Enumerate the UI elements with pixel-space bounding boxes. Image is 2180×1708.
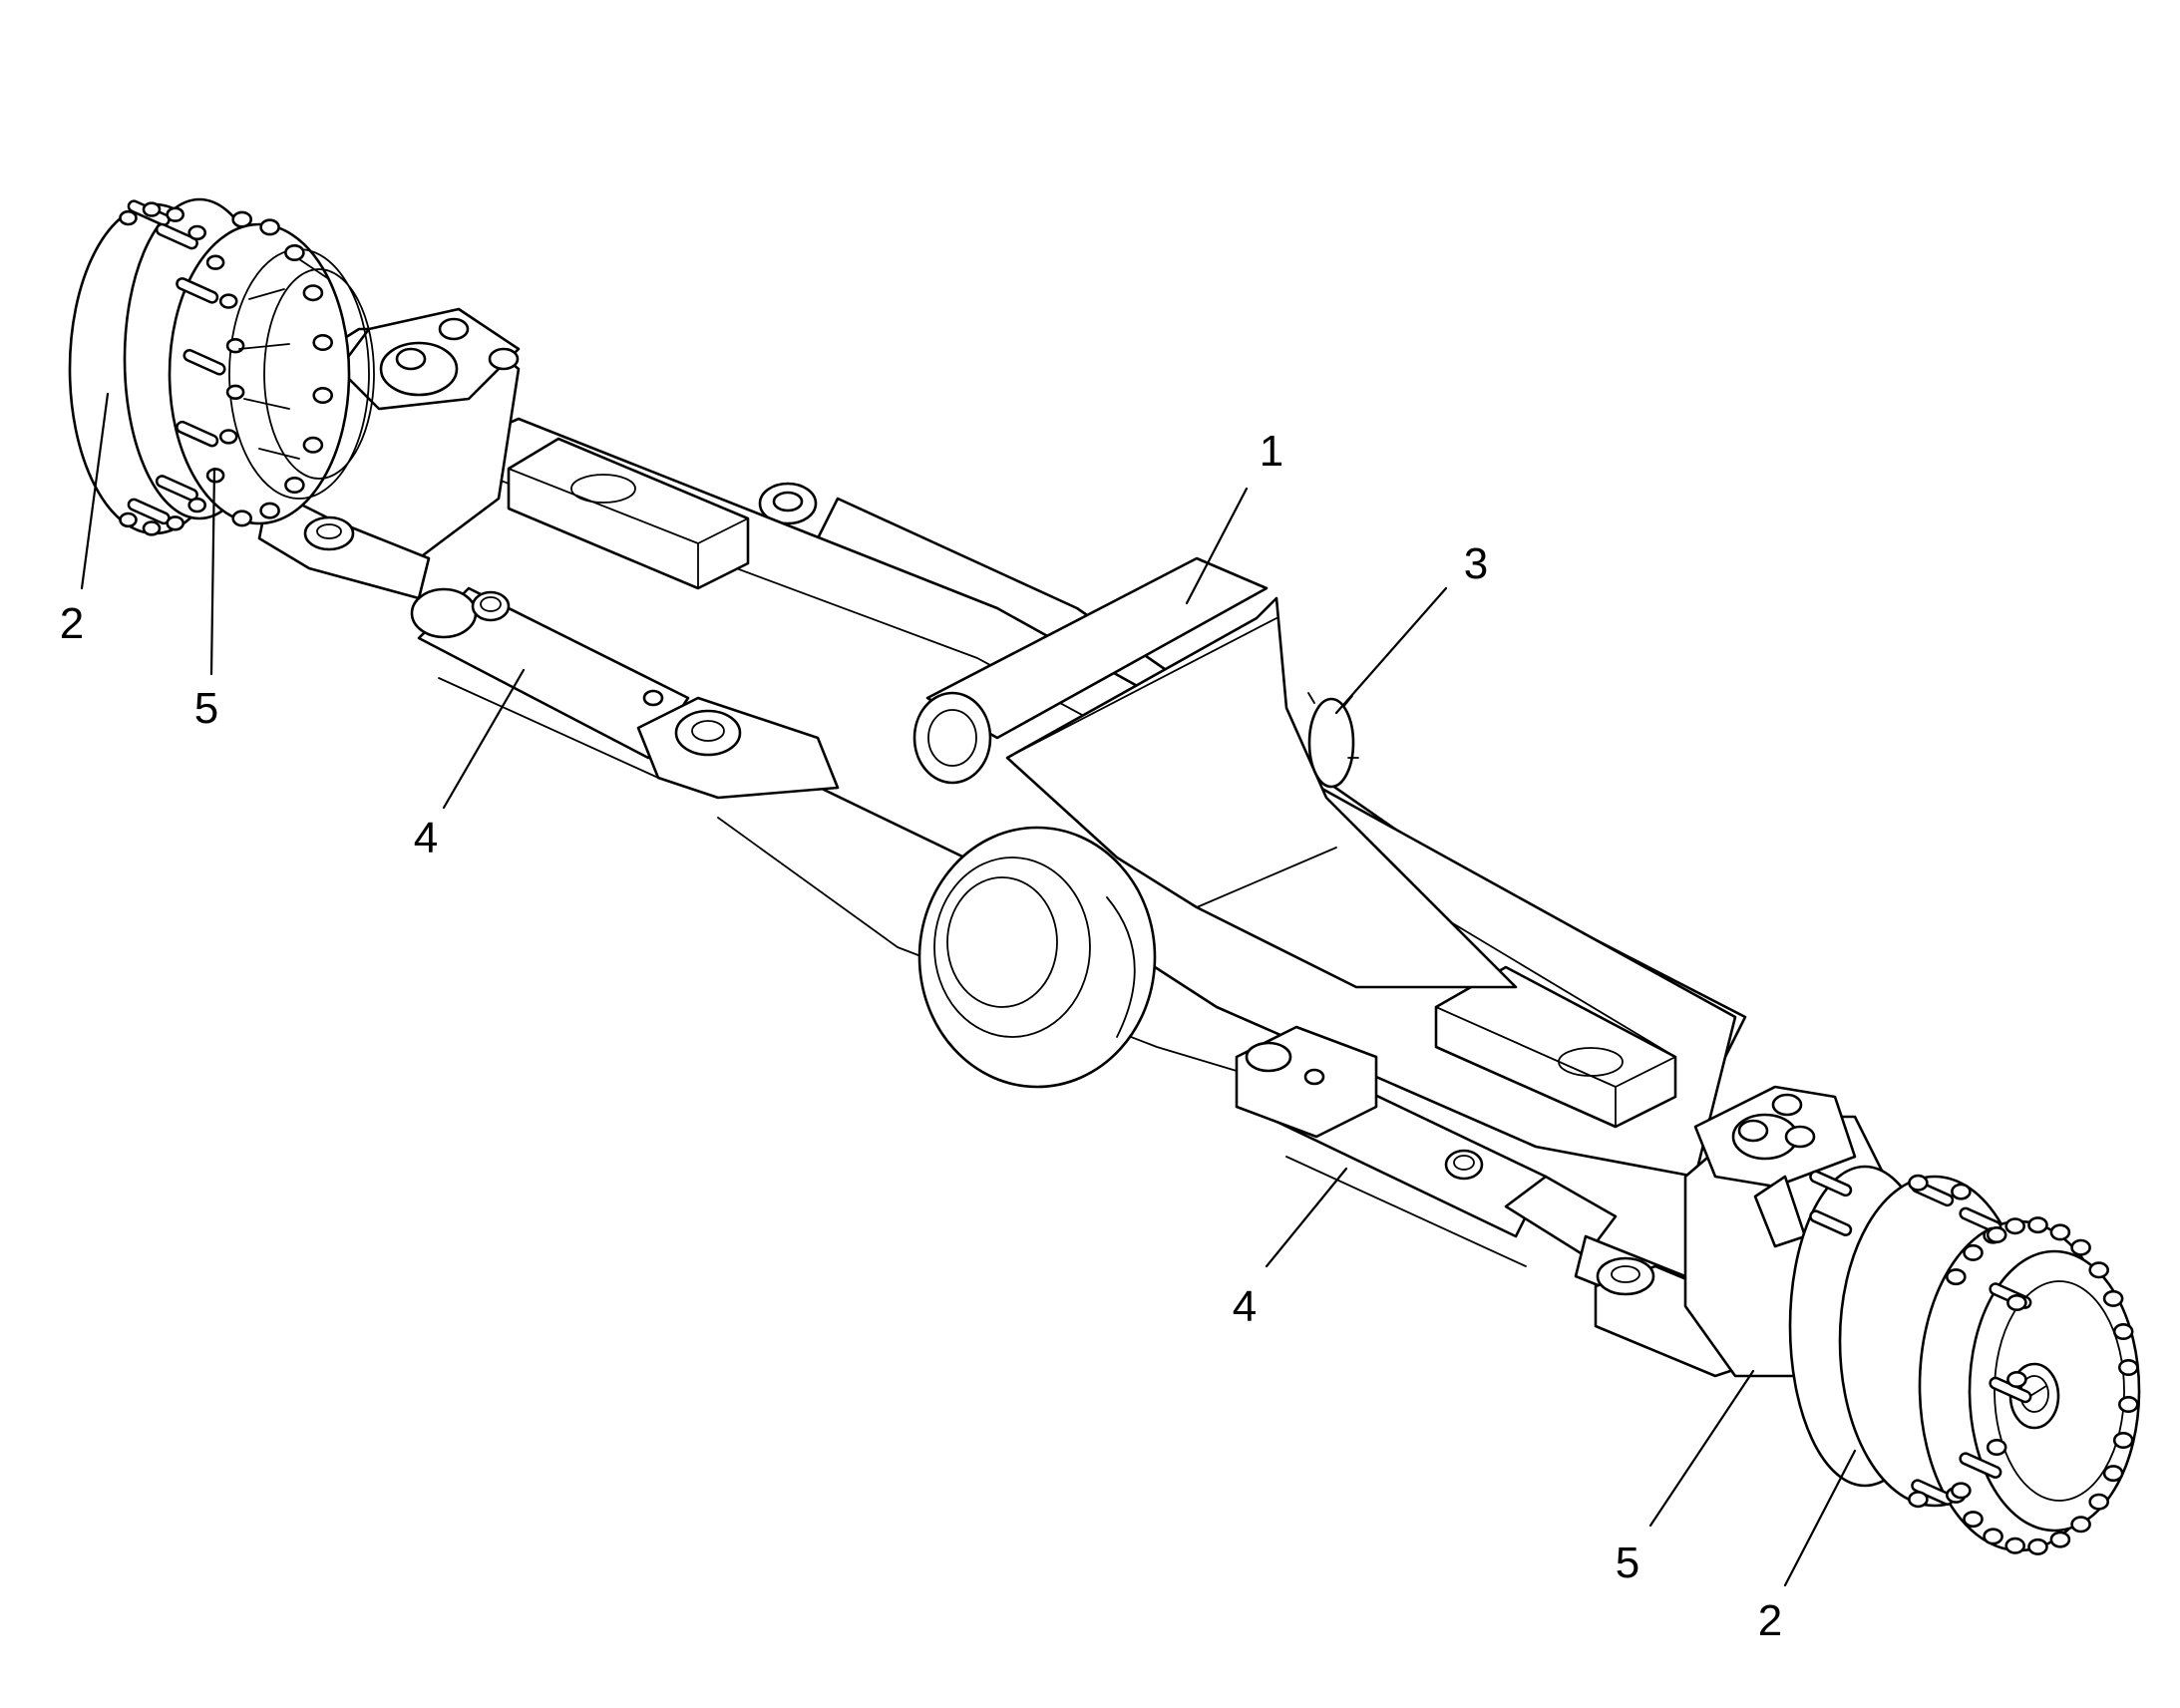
hub-bolt bbox=[187, 224, 206, 241]
axle-beam bbox=[357, 417, 1737, 1179]
hub-bolt bbox=[2112, 1432, 2134, 1450]
hub-bolt bbox=[2027, 1216, 2048, 1234]
hub-bolt bbox=[1951, 1183, 1972, 1200]
hub-bolt bbox=[231, 510, 252, 527]
wheel-stud-highlight bbox=[178, 423, 216, 445]
hub-bolt bbox=[1908, 1174, 1929, 1192]
hub-bolt bbox=[205, 468, 225, 484]
callout-knuckle-right: 5 bbox=[1616, 1538, 1639, 1587]
hub-bolt bbox=[2006, 1371, 2027, 1389]
callout-steering-cylinder-left: 4 bbox=[414, 814, 438, 862]
hub-bolt bbox=[2102, 1465, 2124, 1483]
wheel-stud-highlight bbox=[1811, 1211, 1850, 1234]
callout-steering-cylinder-right: 4 bbox=[1233, 1282, 1257, 1331]
wheel-stud-highlight bbox=[1961, 1454, 1999, 1477]
wheel-stud-highlight bbox=[158, 477, 196, 500]
hub-bolt bbox=[312, 386, 334, 404]
hub-bolt bbox=[2118, 1359, 2139, 1377]
hub-bolt bbox=[1963, 1511, 1984, 1529]
hub-bolt bbox=[284, 476, 305, 494]
wheel-stud-highlight bbox=[1991, 1379, 2029, 1401]
hub-bolt bbox=[225, 338, 245, 354]
hub-bolt bbox=[2112, 1323, 2134, 1341]
hub-bolt bbox=[1986, 1226, 2007, 1244]
hub-bolt bbox=[2088, 1493, 2109, 1511]
wheel-stud-highlight bbox=[1811, 1173, 1850, 1195]
callout-axle-housing: 1 bbox=[1260, 427, 1283, 476]
hub-bolt bbox=[2049, 1223, 2071, 1241]
callout-center-fitting: 3 bbox=[1464, 539, 1488, 588]
callout-wheel-hub-left: 2 bbox=[60, 599, 84, 648]
hub-bolt bbox=[2102, 1289, 2124, 1307]
hub-bolt bbox=[218, 429, 238, 445]
hub-bolt bbox=[2004, 1217, 2025, 1235]
hub-bolt bbox=[259, 218, 280, 236]
wheel-stud-highlight bbox=[185, 351, 223, 373]
wheel-hub-left bbox=[68, 197, 375, 536]
wheel-stud-highlight bbox=[1913, 1481, 1952, 1504]
hub-bolt bbox=[225, 384, 245, 400]
hub-bolt bbox=[166, 515, 184, 531]
hub-bolt bbox=[1963, 1243, 1984, 1261]
hub-bolt bbox=[284, 244, 305, 262]
hub-bolt bbox=[2070, 1238, 2091, 1256]
hub-bolt bbox=[2027, 1537, 2048, 1555]
hub-bolt bbox=[142, 520, 162, 536]
wheel-stud-highlight bbox=[130, 501, 169, 522]
hub-bolt bbox=[302, 284, 324, 302]
hub-bolt bbox=[166, 206, 184, 222]
hub-bolt bbox=[2088, 1261, 2109, 1279]
hub-bolt bbox=[187, 497, 206, 513]
steering-cylinder-left bbox=[410, 586, 840, 800]
hub-bolt bbox=[119, 209, 138, 226]
hub-bolt bbox=[2006, 1294, 2027, 1312]
hub-bolt bbox=[2118, 1396, 2139, 1414]
hub-bolt bbox=[218, 293, 238, 309]
hub-bolt bbox=[205, 254, 225, 270]
hub-bolt bbox=[1951, 1482, 1972, 1500]
wheel-stud-highlight bbox=[1961, 1209, 1999, 1231]
hub-bolt bbox=[2070, 1516, 2091, 1534]
hub-bolt bbox=[302, 436, 324, 454]
hub-bolt bbox=[1946, 1268, 1967, 1286]
hub-bolt bbox=[312, 333, 334, 351]
callout-knuckle-left: 5 bbox=[194, 684, 218, 733]
hub-bolt bbox=[1908, 1491, 1929, 1509]
wheel-stud-highlight bbox=[158, 225, 196, 247]
callout-leaders bbox=[80, 392, 1857, 1587]
hub-bolt bbox=[259, 502, 280, 519]
callout-wheel-hub-right: 2 bbox=[1758, 1596, 1782, 1645]
hub-bolt bbox=[2004, 1537, 2025, 1554]
axle-housing-bracket bbox=[912, 556, 1518, 989]
hub-bolt bbox=[231, 210, 252, 228]
wheel-hub-right bbox=[1788, 1165, 2141, 1555]
callout-labels: 1 3 2 5 4 4 5 2 bbox=[60, 427, 1782, 1645]
hub-bolt bbox=[119, 512, 138, 528]
hub-bolt bbox=[1983, 1528, 2003, 1545]
wheel-stud-highlight bbox=[178, 279, 216, 302]
hub-bolt bbox=[142, 201, 162, 217]
hub-bolt bbox=[1986, 1439, 2007, 1457]
hub-bolt bbox=[2049, 1531, 2071, 1548]
